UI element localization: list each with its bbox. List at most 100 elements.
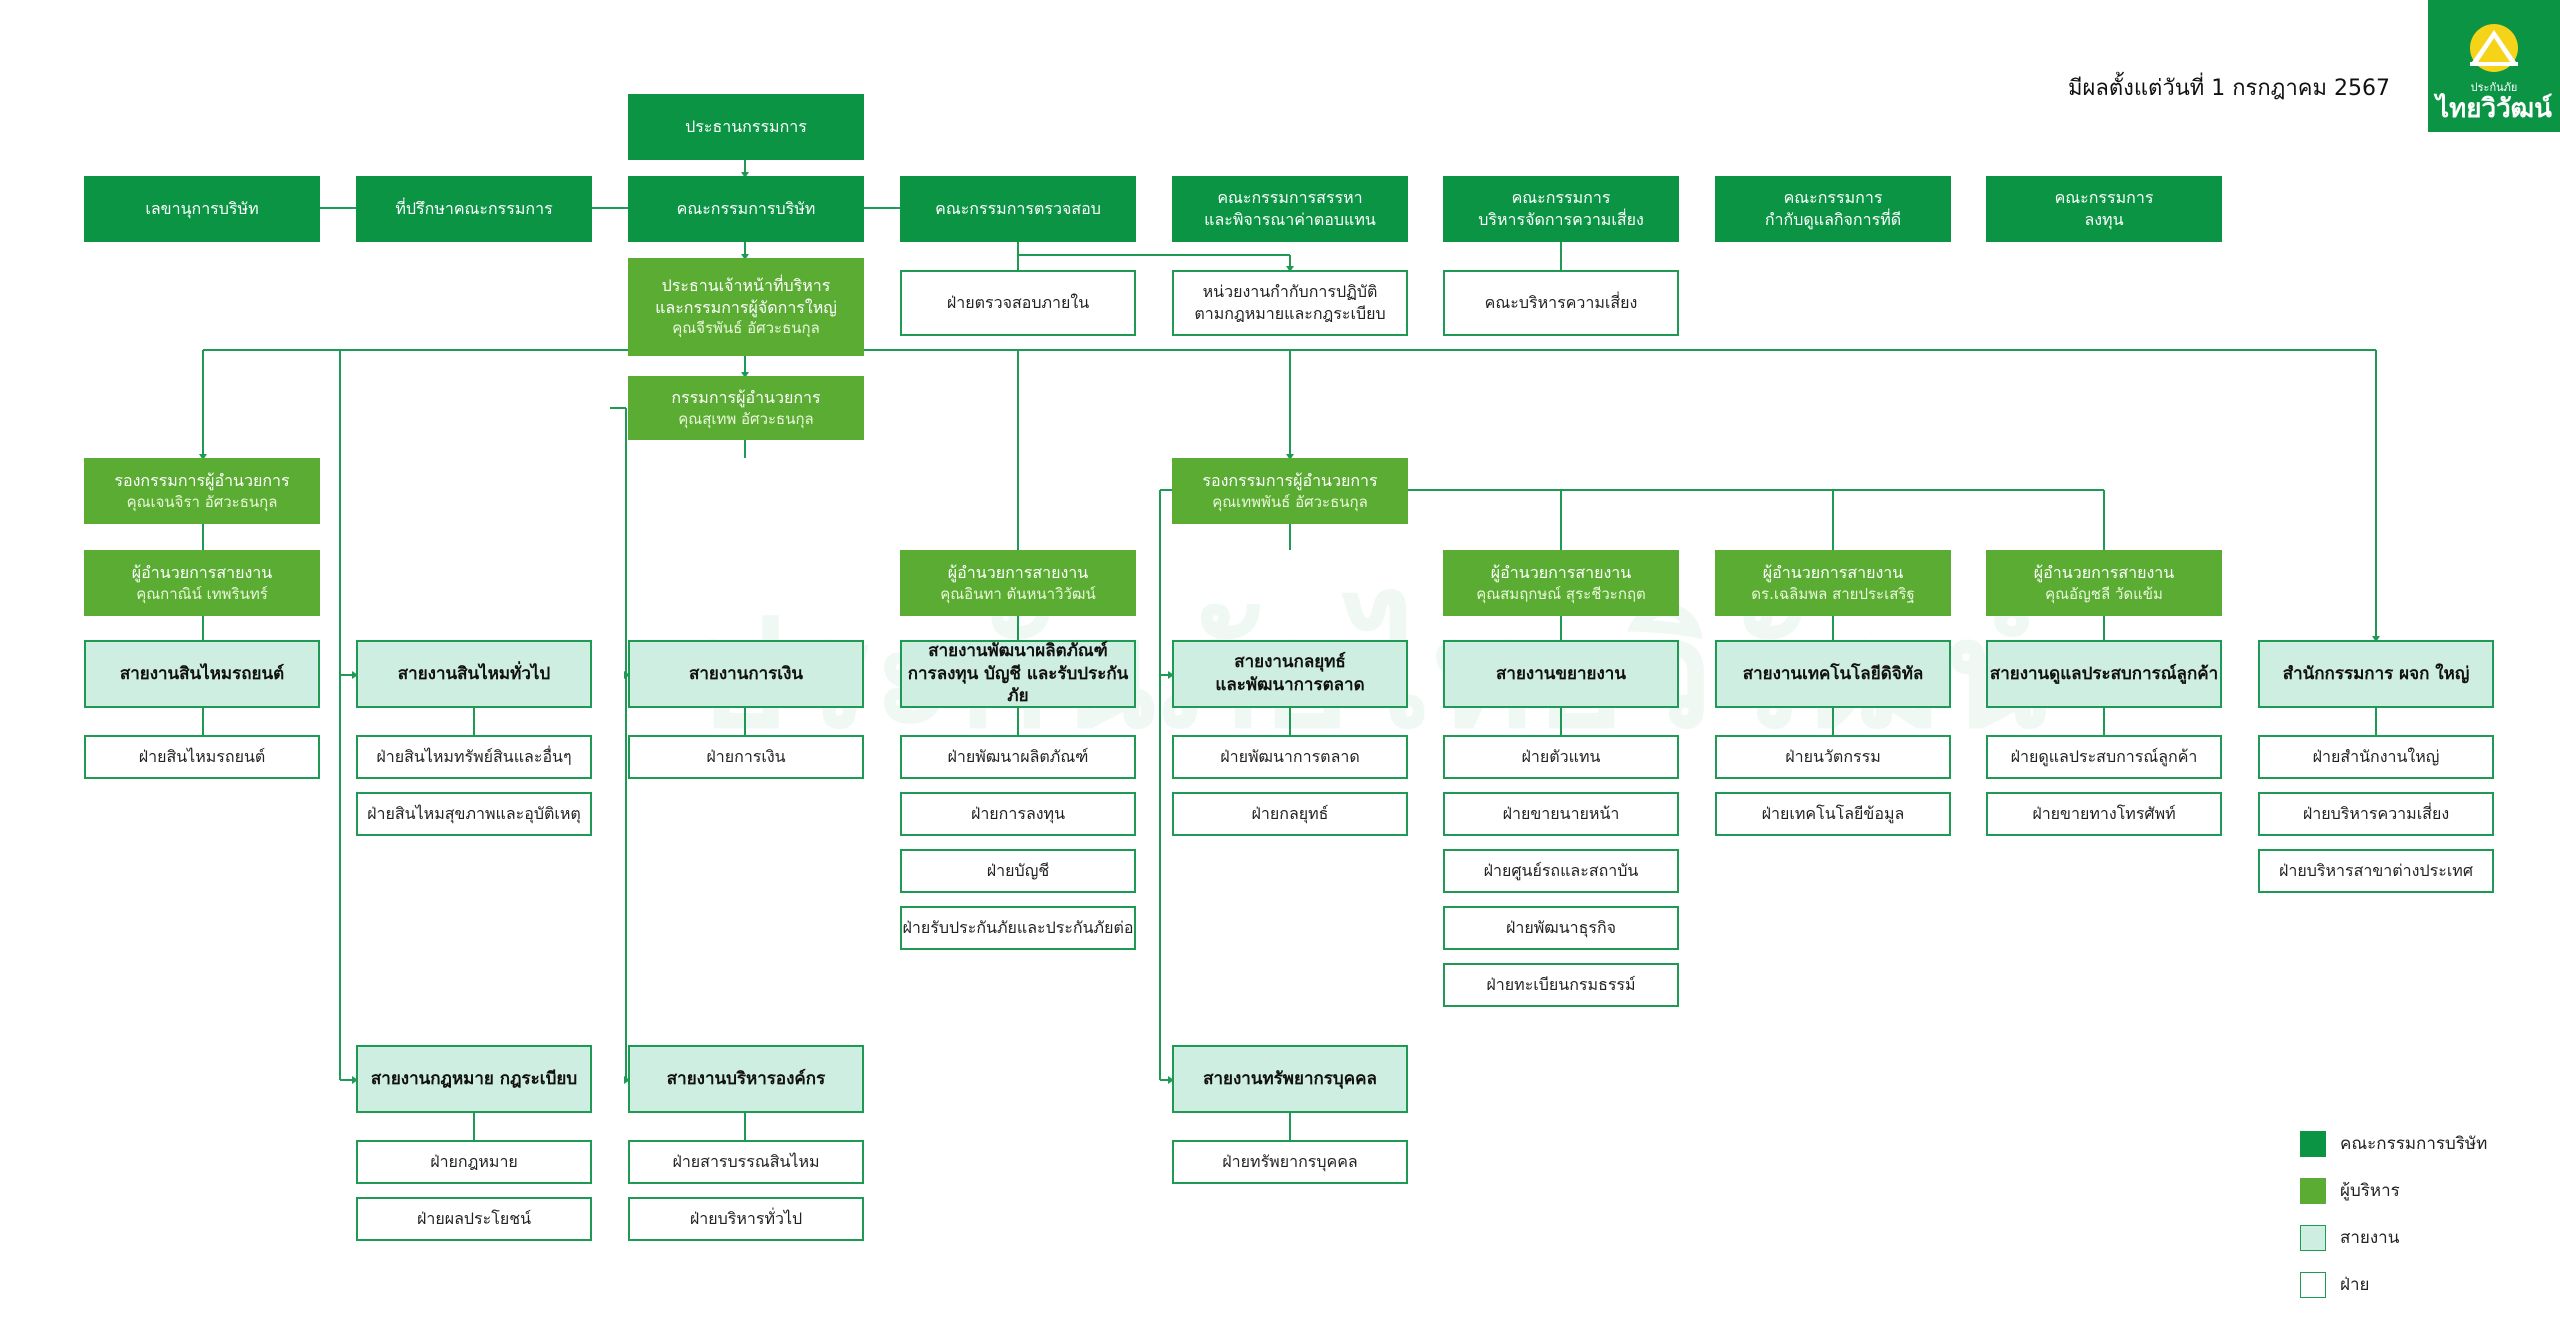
dept-label: ฝ่ายสินไหมสุขภาพและอุบัติเหตุ xyxy=(367,804,581,824)
compliance-line1: หน่วยงานกำกับการปฏิบัติ xyxy=(1202,282,1378,302)
dept-box: ฝ่ายพัฒนาธุรกิจ xyxy=(1443,906,1679,950)
svp-cx-title: ผู้อำนวยการสายงาน xyxy=(2033,563,2175,583)
audit-committee-box: คณะกรรมการตรวจสอบ xyxy=(900,176,1136,242)
dept-box: ฝ่ายทรัพยากรบุคคล xyxy=(1172,1140,1408,1184)
nomination-committee-box: คณะกรรมการสรรหา และพิจารณาค่าตอบแทน xyxy=(1172,176,1408,242)
legend-swatch-line xyxy=(2300,1224,2326,1251)
dept-box: ฝ่ายผลประโยชน์ xyxy=(356,1197,592,1241)
line-sales-label: สายงานขยายงาน xyxy=(1496,663,1626,684)
dept-label: ฝ่ายพัฒนาธุรกิจ xyxy=(1505,918,1617,938)
ceo-name: คุณจีรพันธ์ อัศวะธนกุล xyxy=(672,319,820,338)
svp-tech-name: ดร.เฉลิมพล สายประเสริฐ xyxy=(1751,584,1915,603)
legend-label-board: คณะกรรมการบริษัท xyxy=(2340,1134,2488,1154)
dept-box: ฝ่ายทะเบียนกรมธรรม์ xyxy=(1443,963,1679,1007)
dept-box: ฝ่ายการเงิน xyxy=(628,735,864,779)
line-legal-label: สายงานกฎหมาย กฎระเบียบ xyxy=(370,1068,578,1089)
dept-label: ฝ่ายการเงิน xyxy=(706,747,786,767)
dept-label: ฝ่ายศูนย์รถและสถาบัน xyxy=(1483,861,1639,881)
line-motor-claims: สายงานสินไหมรถยนต์ xyxy=(84,640,320,708)
investment-committee-line1: คณะกรรมการ xyxy=(2054,188,2154,208)
cg-committee-line1: คณะกรรมการ xyxy=(1783,188,1883,208)
line-general-claims-label: สายงานสินไหมทั่วไป xyxy=(397,663,551,684)
logo-small-text: ประกันภัย xyxy=(2470,81,2518,94)
secretary-box: เลขานุการบริษัท xyxy=(84,176,320,242)
svp-tech-title: ผู้อำนวยการสายงาน xyxy=(1762,563,1904,583)
dept-box: ฝ่ายพัฒนาผลิตภัณฑ์ xyxy=(900,735,1136,779)
line-customer-experience-label: สายงานดูแลประสบการณ์ลูกค้า xyxy=(1989,663,2219,684)
board-of-directors-box: คณะกรรมการบริษัท xyxy=(628,176,864,242)
dept-box: ฝ่ายสินไหมทรัพย์สินและอื่นๆ xyxy=(356,735,592,779)
line-president-office: สำนักกรรมการ ผจก ใหญ่ xyxy=(2258,640,2494,708)
dept-box: ฝ่ายสินไหมรถยนต์ xyxy=(84,735,320,779)
nomination-line2: และพิจารณาค่าตอบแทน xyxy=(1204,210,1376,229)
svp-cx-name: คุณอัญชลี วัดแข้ม xyxy=(2045,584,2163,603)
line-hr-label: สายงานทรัพยากรบุคคล xyxy=(1203,1068,1377,1089)
advisor-box: ที่ปรึกษาคณะกรรมการ xyxy=(356,176,592,242)
dept-label: ฝ่ายบริหารความเสี่ยง xyxy=(2302,804,2450,824)
dept-label: ฝ่ายบริหารทั่วไป xyxy=(689,1209,803,1229)
logo-big-text: ไทยวิวัฒน์ xyxy=(2436,94,2552,124)
dept-label: ฝ่ายพัฒนาการตลาด xyxy=(1220,747,1360,767)
md-title: กรรมการผู้อำนวยการ xyxy=(671,388,821,408)
svp-motor-name: คุณกาณิน์ เทพรินทร์ xyxy=(136,584,268,603)
dept-box: ฝ่ายสารบรรณสินไหม xyxy=(628,1140,864,1184)
dept-box: ฝ่ายนวัตกรรม xyxy=(1715,735,1951,779)
dept-box: ฝ่ายบัญชี xyxy=(900,849,1136,893)
svp-sales-name: คุณสมฤกษณ์ สุระชีวะกฤต xyxy=(1476,584,1646,603)
dept-label: ฝ่ายกลยุทธ์ xyxy=(1251,804,1329,824)
line-customer-experience: สายงานดูแลประสบการณ์ลูกค้า xyxy=(1986,640,2222,708)
dmd2-name: คุณเทพพันธ์ อัศวะธนกุล xyxy=(1212,492,1368,511)
line-president-office-label: สำนักกรรมการ ผจก ใหญ่ xyxy=(2282,663,2470,684)
dept-label: ฝ่ายพัฒนาผลิตภัณฑ์ xyxy=(947,747,1089,767)
line-finance: สายงานการเงิน xyxy=(628,640,864,708)
svp-product-title: ผู้อำนวยการสายงาน xyxy=(947,563,1089,583)
legend-label-executive: ผู้บริหาร xyxy=(2340,1181,2400,1201)
legend: คณะกรรมการบริษัท ผู้บริหาร สายงาน ฝ่าย xyxy=(2300,1130,2487,1318)
dept-label: ฝ่ายเทคโนโลยีข้อมูล xyxy=(1761,804,1905,824)
dept-label: ฝ่ายสินไหมทรัพย์สินและอื่นๆ xyxy=(376,747,572,767)
legend-item-line: สายงาน xyxy=(2300,1224,2487,1251)
svp-product-name: คุณอินทา ตันหนาวิวัฒน์ xyxy=(940,584,1096,603)
risk-committee-box: คณะกรรมการ บริหารจัดการความเสี่ยง xyxy=(1443,176,1679,242)
dept-label: ฝ่ายสารบรรณสินไหม xyxy=(672,1152,820,1172)
legend-label-line: สายงาน xyxy=(2340,1228,2400,1248)
line-product: สายงานพัฒนาผลิตภัณฑ์ การลงทุน บัญชี และร… xyxy=(900,640,1136,708)
legend-label-department: ฝ่าย xyxy=(2340,1275,2370,1295)
legend-item-executive: ผู้บริหาร xyxy=(2300,1177,2487,1204)
md-name: คุณสุเทพ อัศวะธนกุล xyxy=(678,409,814,428)
line-legal: สายงานกฎหมาย กฎระเบียบ xyxy=(356,1045,592,1113)
legend-swatch-board xyxy=(2300,1130,2326,1157)
svp-cx-box: ผู้อำนวยการสายงาน คุณอัญชลี วัดแข้ม xyxy=(1986,550,2222,616)
svp-motor-title: ผู้อำนวยการสายงาน xyxy=(131,563,273,583)
investment-committee-box: คณะกรรมการ ลงทุน xyxy=(1986,176,2222,242)
dept-label: ฝ่ายบัญชี xyxy=(986,861,1050,881)
md-box: กรรมการผู้อำนวยการ คุณสุเทพ อัศวะธนกุล xyxy=(628,376,864,440)
dept-box: ฝ่ายรับประกันภัยและประกันภัยต่อ xyxy=(900,906,1136,950)
dept-box: ฝ่ายขายทางโทรศัพท์ xyxy=(1986,792,2222,836)
dept-box: ฝ่ายการลงทุน xyxy=(900,792,1136,836)
dept-box: ฝ่ายกลยุทธ์ xyxy=(1172,792,1408,836)
dept-label: ฝ่ายดูแลประสบการณ์ลูกค้า xyxy=(2010,747,2198,767)
dept-label: ฝ่ายขายนายหน้า xyxy=(1502,804,1620,824)
investment-committee-line2: ลงทุน xyxy=(2084,210,2124,229)
dept-label: ฝ่ายการลงทุน xyxy=(970,804,1066,824)
line-strategy-line1: สายงานกลยุทธ์ xyxy=(1234,652,1346,673)
legend-swatch-department xyxy=(2300,1271,2326,1298)
dept-box: ฝ่ายพัฒนาการตลาด xyxy=(1172,735,1408,779)
dept-box: ฝ่ายเทคโนโลยีข้อมูล xyxy=(1715,792,1951,836)
line-org-admin-label: สายงานบริหารองค์กร xyxy=(666,1068,826,1089)
dmd2-title: รองกรรมการผู้อำนวยการ xyxy=(1202,471,1378,491)
dmd1-name: คุณเจนจิรา อัศวะธนกุล xyxy=(126,492,278,511)
dept-box: ฝ่ายบริหารสาขาต่างประเทศ xyxy=(2258,849,2494,893)
advisor-label: ที่ปรึกษาคณะกรรมการ xyxy=(395,199,553,219)
nomination-line1: คณะกรรมการสรรหา xyxy=(1217,188,1363,208)
line-strategy: สายงานกลยุทธ์ และพัฒนาการตลาด xyxy=(1172,640,1408,708)
chairman-label: ประธานกรรมการ xyxy=(685,117,807,137)
risk-committee-line1: คณะกรรมการ xyxy=(1511,188,1611,208)
risk-management-box: คณะบริหารความเสี่ยง xyxy=(1443,270,1679,336)
dept-box: ฝ่ายบริหารความเสี่ยง xyxy=(2258,792,2494,836)
risk-management-label: คณะบริหารความเสี่ยง xyxy=(1484,293,1638,313)
effective-date: มีผลตั้งแต่วันที่ 1 กรกฎาคม 2567 xyxy=(2067,76,2390,101)
dept-label: ฝ่ายรับประกันภัยและประกันภัยต่อ xyxy=(902,918,1134,938)
svp-sales-box: ผู้อำนวยการสายงาน คุณสมฤกษณ์ สุระชีวะกฤต xyxy=(1443,550,1679,616)
